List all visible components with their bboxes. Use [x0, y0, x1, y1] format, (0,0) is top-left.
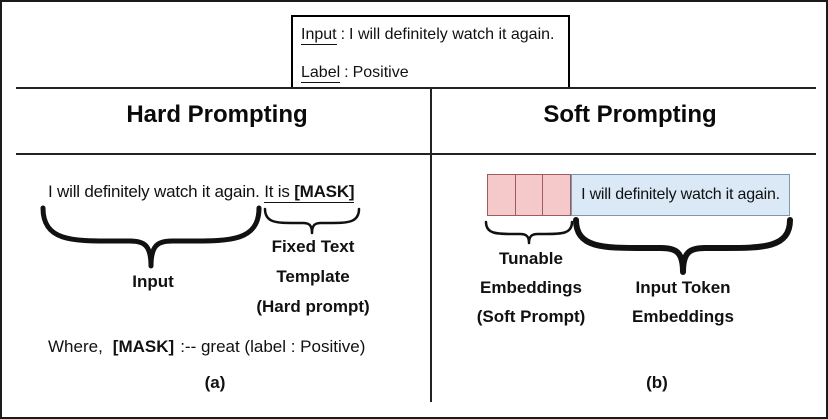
hard-prompt-input-text: I will definitely watch it again.	[48, 182, 260, 201]
mask-mapping-note: Where, [MASK] :-- great (label : Positive)	[48, 337, 365, 357]
example-label-colon: :	[344, 64, 349, 81]
hard-prompt-sentence: I will definitely watch it again. It is …	[48, 182, 355, 203]
input-underbrace	[40, 205, 262, 269]
example-label-line: Label:Positive	[301, 64, 409, 83]
input-token-label-line2: Embeddings	[631, 307, 734, 326]
template-underbrace	[263, 207, 361, 235]
template-label-line1: Fixed Text	[271, 237, 355, 256]
input-token-text: I will definitely watch it again.	[581, 186, 780, 203]
input-brace-label: Input	[132, 272, 174, 291]
where-suffix: :-- great (label : Positive)	[180, 337, 366, 356]
template-label-line2: Template	[276, 267, 350, 286]
input-token-underbrace	[573, 217, 793, 275]
hard-prompt-template-text: It is [MASK]	[264, 182, 355, 203]
where-mask-token: [MASK]	[112, 337, 175, 356]
soft-prompting-title: Soft Prompting	[543, 101, 717, 128]
tunable-embedding-cell	[488, 175, 516, 215]
tunable-label-line3: (Soft Prompt)	[476, 307, 586, 326]
tunable-embedding-cells	[487, 174, 571, 216]
tunable-embedding-cell	[516, 175, 544, 215]
tunable-underbrace	[484, 220, 574, 245]
tunable-label-line1: Tunable	[499, 249, 563, 268]
caption-b: (b)	[646, 373, 668, 392]
mask-token: [MASK]	[294, 182, 355, 201]
tunable-embedding-cell	[543, 175, 570, 215]
example-input-colon: :	[340, 26, 346, 43]
example-input-line: Input:I will definitely watch it again.	[301, 26, 555, 45]
hard-prompting-title: Hard Prompting	[126, 101, 308, 128]
input-token-label-line1: Input Token	[635, 278, 731, 297]
header-bottom-rule	[16, 153, 816, 155]
header-top-rule	[16, 87, 816, 89]
example-label-text: Positive	[352, 64, 409, 81]
example-label-label: Label	[301, 64, 341, 83]
where-prefix: Where,	[48, 337, 103, 356]
example-input-text: I will definitely watch it again.	[349, 26, 555, 43]
example-box: Input:I will definitely watch it again. …	[291, 15, 570, 89]
example-input-label: Input	[301, 26, 337, 45]
template-label-line3: (Hard prompt)	[256, 297, 370, 316]
column-divider	[430, 88, 432, 402]
input-token-box: I will definitely watch it again.	[571, 174, 790, 216]
tunable-label-line2: Embeddings	[479, 278, 582, 297]
caption-a: (a)	[204, 373, 226, 392]
